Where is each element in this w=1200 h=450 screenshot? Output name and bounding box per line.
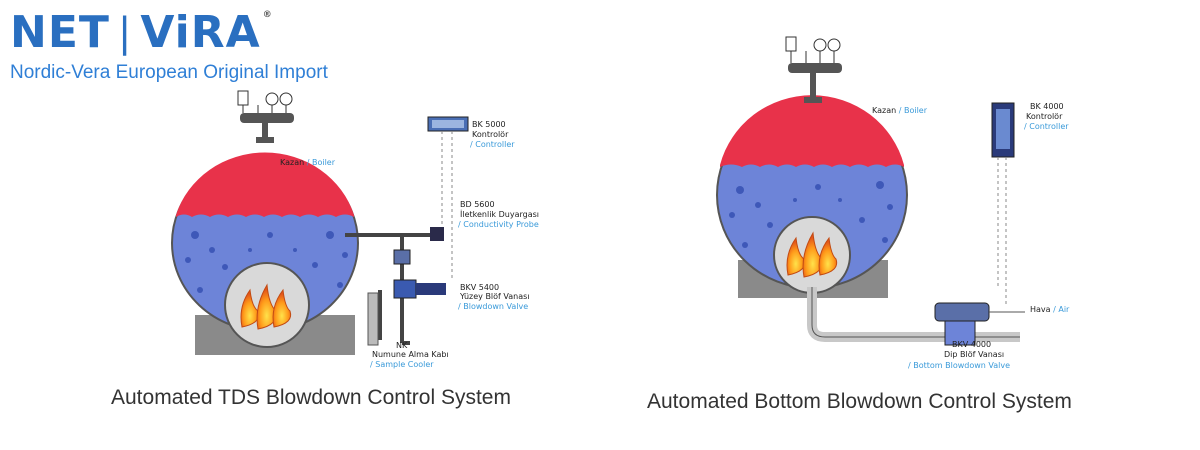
nk-en: / Sample Cooler [370, 360, 434, 369]
steam-space [720, 95, 904, 167]
logo-part-vira: ViRA [140, 7, 261, 58]
pressure-gauge [265, 92, 279, 106]
water-bubbles [185, 231, 348, 293]
tds-blowdown-diagram: Kazan / Boiler BK 5000 Kontrolör / Contr… [171, 90, 539, 369]
nk-model: NK [396, 341, 408, 350]
level-indicator [785, 36, 797, 52]
bd5600-model: BD 5600 [460, 200, 495, 209]
bkv5400-model: BKV 5400 [460, 283, 499, 292]
flames [786, 231, 838, 278]
water-bubbles [729, 181, 893, 248]
bk4000-tr: Kontrolör [1026, 112, 1063, 121]
pressure-gauge [813, 38, 827, 52]
right-boiler-tr: Kazan [872, 106, 896, 115]
probe-valve [393, 249, 411, 265]
bd5600-en: / Conductivity Probe [458, 220, 539, 229]
bkv5400-en: / Blowdown Valve [458, 302, 528, 311]
bkv4000-model: BKV 4000 [952, 340, 991, 349]
bk5000-en: / Controller [470, 140, 515, 149]
bkv4000-valve [934, 302, 990, 322]
pressure-gauge [279, 92, 293, 106]
level-indicator [237, 90, 249, 106]
brand-logo: NET | ViRA ® [10, 5, 273, 60]
bk5000-tr: Kontrolör [472, 130, 509, 139]
left-caption: Automated TDS Blowdown Control System [111, 386, 511, 409]
right-boiler-en: / Boiler [899, 106, 928, 115]
bottom-blowdown-diagram: Kazan / Boiler BK 4000 Kontrolör / Contr… [716, 36, 1070, 370]
steam-header [788, 63, 842, 73]
bd5600-tr: İletkenlik Duyargası [460, 209, 539, 219]
left-boiler-en: / Boiler [307, 158, 336, 167]
conductivity-probe [430, 227, 444, 241]
svg-text:Kazan / Boiler: Kazan / Boiler [280, 158, 336, 167]
left-boiler-tr: Kazan [280, 158, 304, 167]
tagline: Nordic-Vera European Original Import [10, 62, 328, 83]
bk5000-model: BK 5000 [472, 120, 506, 129]
air-tr: Hava [1030, 305, 1051, 314]
logo-separator: | [117, 9, 133, 56]
svg-text:Hava / Air: Hava / Air [1030, 305, 1070, 314]
pressure-gauge [827, 38, 841, 52]
signal-lines [441, 131, 453, 280]
svg-text:Kazan / Boiler: Kazan / Boiler [872, 106, 928, 115]
sample-cooler [367, 292, 379, 346]
air-en: / Air [1053, 305, 1070, 314]
bkv5400-tr: Yüzey Blöf Vanası [459, 292, 530, 301]
signal-lines [997, 157, 1007, 305]
bkv4000-en: / Bottom Blowdown Valve [908, 361, 1010, 370]
logo-registered-mark: ® [262, 9, 273, 20]
steam-space [176, 152, 354, 217]
bk4000-en: / Controller [1024, 122, 1069, 131]
right-caption: Automated Bottom Blowdown Control System [647, 390, 1072, 413]
bkv4000-tr: Dip Blöf Vanası [944, 350, 1004, 359]
bk4000-model: BK 4000 [1030, 102, 1064, 111]
logo-part-net: NET [10, 7, 110, 58]
steam-header [240, 113, 294, 123]
flames [240, 283, 292, 330]
nk-tr: Numune Alma Kabı [372, 350, 449, 359]
blowdown-valve [393, 279, 417, 299]
